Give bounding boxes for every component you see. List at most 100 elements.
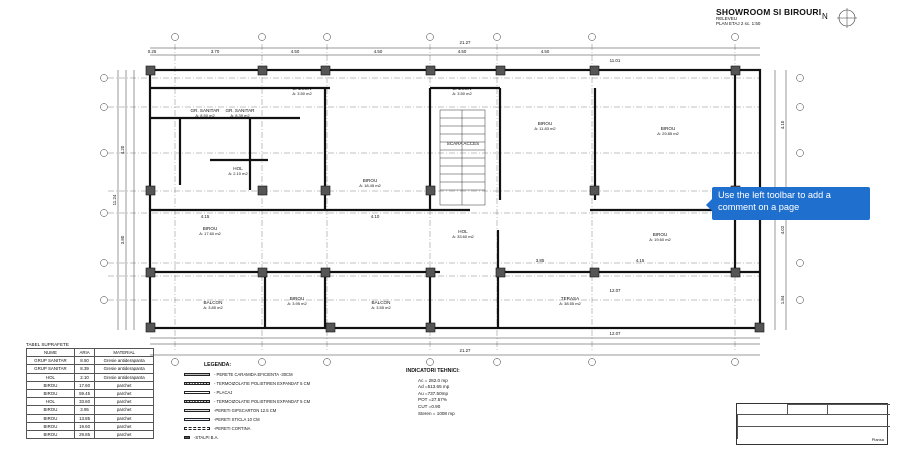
- areas-table-caption: TABEL SUPRAFETE: [26, 342, 69, 347]
- table-cell: BIROU: [26, 388, 75, 399]
- title-stamp: Plansa: [736, 403, 890, 445]
- room-label: BALCON: [293, 86, 312, 91]
- table-cell: BIROU: [26, 421, 75, 431]
- dim-bottom: 12.07: [610, 288, 622, 293]
- room-label: HOL: [233, 166, 243, 171]
- dim-top-seg: 4.50: [374, 49, 383, 54]
- room-area: A: 19.60 m2: [649, 237, 671, 242]
- room-area: A: 2.10 m2: [228, 171, 248, 176]
- table-cell: 8.50: [73, 356, 96, 366]
- legend-item: - PERETE CARAMIDA EFICIENTA -30CM: [184, 370, 334, 379]
- table-cell: GRUP SANITAR: [26, 364, 75, 374]
- dim-top-seg: 3.70: [211, 49, 220, 54]
- areas-table-header: ARIA: [73, 347, 96, 358]
- north-arrow: N: [822, 8, 858, 28]
- table-cell: Gresie antiderapanta: [94, 372, 154, 382]
- table-cell: 29.85: [73, 429, 96, 440]
- indicator-line: Steren = 1008 mp: [418, 410, 455, 416]
- indicators-title: INDICATORI TEHNICI:: [406, 368, 460, 374]
- room-area: A: 3.95 m2: [287, 301, 307, 306]
- legend-label: - TERMOIZOLATIE POLISTIREN EXPANDAT 5 CM: [214, 399, 311, 404]
- room-area: A: 33.60 m2: [452, 234, 474, 239]
- legend-label: -PERETI GIPSCARTON 12.5 CM: [214, 408, 277, 413]
- room-label: BALCON: [453, 86, 472, 91]
- table-cell: Gresie antiderapanta: [94, 356, 154, 366]
- room-area: A: 11.83 m2: [534, 126, 556, 131]
- legend-label: -PERETI STICLA 10 CM: [214, 417, 260, 422]
- table-cell: BIROU: [26, 413, 75, 423]
- north-arrow-icon: [837, 8, 857, 28]
- indicator-line: CUT =0.90: [418, 403, 441, 409]
- room-area: A: 3.85 m2: [203, 305, 223, 310]
- legend-item: -PERETI STICLA 10 CM: [184, 415, 334, 424]
- legend-label: - PERETE CARAMIDA EFICIENTA -30CM: [214, 372, 293, 377]
- legend-swatch: [184, 400, 210, 403]
- stamp-label: Plansa: [871, 437, 884, 442]
- indicator-line: Au =737.50mp: [418, 390, 449, 396]
- room-area: A: 3.55 m2: [371, 305, 391, 310]
- indicator-line: Ac = 282.0 mp: [418, 377, 448, 383]
- table-cell: BIROU: [26, 429, 75, 440]
- title-block: SHOWROOM SI BIROURI RELEVEU PLAN ETAJ 2 …: [716, 8, 826, 26]
- legend-swatch: [184, 436, 190, 439]
- room-area: A: 3.50 m2: [452, 91, 472, 96]
- legend-swatch: [184, 382, 210, 385]
- room-area: A: 3.50 m2: [292, 91, 312, 96]
- legend-label: -PERETI CORTINA: [214, 426, 251, 431]
- table-cell: parchet: [94, 397, 154, 407]
- legend-swatch: [184, 391, 210, 394]
- drawing-title: SHOWROOM SI BIROURI: [716, 7, 822, 17]
- dim-top-seg: 4.50: [541, 49, 550, 54]
- north-label: N: [822, 12, 828, 21]
- dim-mid: 4.10: [371, 214, 380, 219]
- dim-bottom-total: 21.27: [460, 348, 472, 353]
- drawing-plan-name: PLAN ETAJ 2 sc. 1:50: [716, 20, 761, 26]
- legend-item: - TERMOIZOLATIE POLISTIREN EXPANDAT 5 CM: [184, 397, 334, 406]
- table-cell: 2.10: [73, 372, 96, 382]
- table-cell: 8.39: [73, 364, 96, 374]
- areas-table-header: MATERIAL: [94, 347, 154, 358]
- room-label: GR. SANITAR: [190, 108, 220, 113]
- room-area: A: 29.85 m2: [657, 131, 679, 136]
- dim-top-right: 11.01: [610, 58, 621, 63]
- table-cell: GRUP SANITAR: [26, 356, 75, 366]
- room-label: SCARA ACCES: [447, 141, 479, 146]
- table-cell: 13.85: [73, 413, 96, 423]
- table-cell: 33.60: [73, 397, 96, 407]
- dim-top-total: 21.27: [460, 40, 472, 45]
- drawing-subtitle: RELEVEU: [716, 15, 738, 21]
- table-cell: parchet: [94, 405, 154, 415]
- room-label: TERASA: [561, 296, 580, 301]
- table-cell: 19.60: [73, 421, 96, 431]
- table-cell: parchet: [94, 421, 154, 431]
- room-label: BIROU: [203, 226, 218, 231]
- legend-swatch: [184, 418, 210, 421]
- dim-right: 4.02: [780, 225, 785, 234]
- legend-label: - TERMOIZOLATIE POLISTIREN EXPANDAT 5 CM: [214, 381, 311, 386]
- indicator-line: POT =27.57%: [418, 397, 447, 403]
- room-label: BIROU: [290, 296, 305, 301]
- legend-item: -PERETI CORTINA: [184, 424, 334, 433]
- table-cell: parchet: [94, 380, 154, 390]
- room-label: BIROU: [538, 121, 553, 126]
- table-cell: 3.95: [73, 405, 96, 415]
- dim-mid: 4.15: [636, 258, 645, 263]
- legend-swatch: [184, 427, 210, 430]
- legend-label: -STALPI B.A.: [194, 435, 219, 440]
- dim-bottom: 12.07: [610, 331, 622, 336]
- dim-left-total: 11.24: [112, 194, 117, 205]
- table-cell: Gresie antiderapanta: [94, 364, 154, 374]
- indicator-line: Ad =513.65 mp: [418, 384, 450, 390]
- room-area: A: 17.60 m2: [199, 231, 221, 236]
- dim-top-seg: 4.50: [291, 49, 300, 54]
